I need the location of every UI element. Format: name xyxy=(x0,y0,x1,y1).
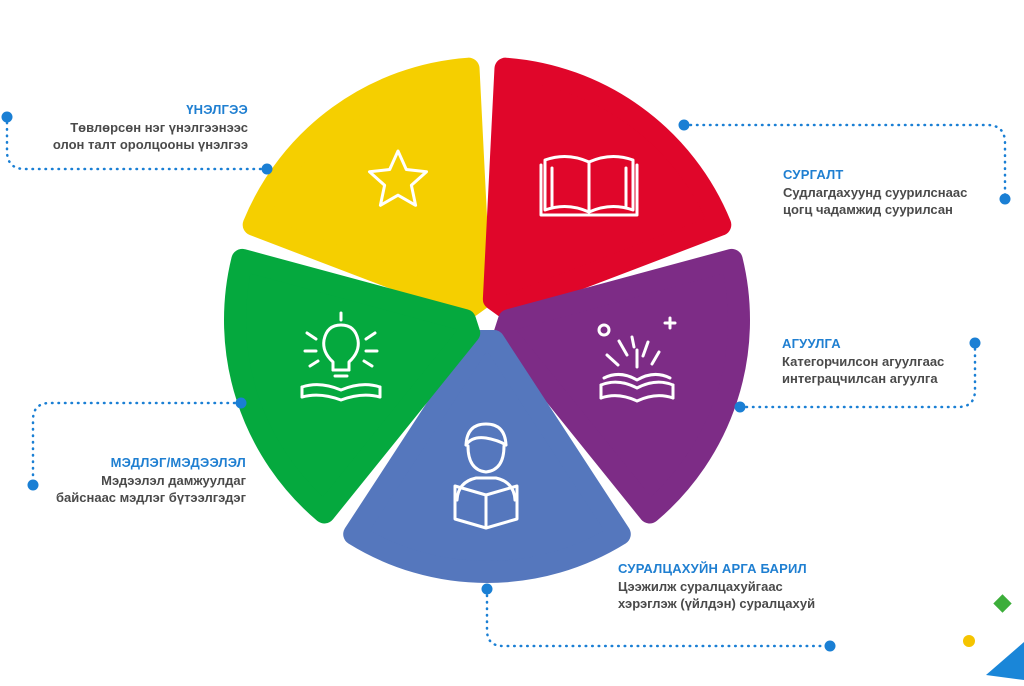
sparkling-book-icon xyxy=(597,316,677,403)
label-line: Судлагдахуунд суурилснаас xyxy=(783,185,968,200)
label-training: СУРГАЛТ Судлагдахуунд суурилснаас цогц ч… xyxy=(783,166,967,218)
label-line: байснаас мэдлэг бүтээлгэдэг xyxy=(56,490,246,505)
label-title: АГУУЛГА xyxy=(782,336,841,351)
blue-triangle-decoration xyxy=(986,642,1024,680)
green-diamond-decoration xyxy=(993,594,1012,613)
connector-training xyxy=(682,123,1007,201)
label-evaluation: ҮНЭЛГЭЭ Төвлөрсөн нэг үнэлгээнээс олон т… xyxy=(53,101,248,153)
connector-dot xyxy=(261,163,273,175)
wedge-learning-method xyxy=(343,329,631,583)
connector-dot xyxy=(481,583,493,595)
connector-dot xyxy=(734,401,746,413)
label-line: Цээжилж суралцахуйгаас xyxy=(618,579,783,594)
connector-dot xyxy=(1,111,13,123)
student-reading-icon xyxy=(453,422,519,530)
wedge-evaluation xyxy=(242,57,492,319)
label-title: ҮНЭЛГЭЭ xyxy=(186,102,248,117)
label-title: СУРГАЛТ xyxy=(783,167,844,182)
label-title: МЭДЛЭГ/МЭДЭЭЛЭЛ xyxy=(110,455,246,470)
label-line: Төвлөрсөн нэг үнэлгээнээс xyxy=(70,120,248,135)
label-line: хэрэглэж (үйлдэн) суралцахуй xyxy=(618,596,816,611)
label-learning-method: СУРАЛЦАХУЙН АРГА БАРИЛ Цээжилж суралцаху… xyxy=(618,560,815,612)
open-book-icon xyxy=(539,155,639,217)
wedge-training xyxy=(482,57,732,319)
label-knowledge: МЭДЛЭГ/МЭДЭЭЛЭЛ Мэдээлэл дамжуулдаг байс… xyxy=(56,454,246,506)
yellow-dot-decoration xyxy=(963,635,975,647)
label-line: цогц чадамжид суурилсан xyxy=(783,202,953,217)
label-line: Мэдээлэл дамжуулдаг xyxy=(101,473,246,488)
label-line: олон талт оролцооны үнэлгээ xyxy=(52,137,248,152)
connector-dot xyxy=(824,640,836,652)
wedge-content xyxy=(493,248,750,524)
label-line: Категорчилсон агуулгаас xyxy=(782,354,945,369)
lightbulb-book-icon xyxy=(300,311,382,402)
label-line: интеграцчилсан агуулга xyxy=(782,371,938,386)
connector-dot xyxy=(999,193,1011,205)
connector-dot xyxy=(235,397,247,409)
connector-dot xyxy=(27,479,39,491)
connector-dot xyxy=(969,337,981,349)
connector-evaluation xyxy=(5,115,269,171)
label-content: АГУУЛГА Категорчилсон агуулгаас интеграц… xyxy=(782,335,944,387)
label-title: СУРАЛЦАХУЙН АРГА БАРИЛ xyxy=(618,561,807,576)
connector-dot xyxy=(678,119,690,131)
star-icon xyxy=(368,149,428,207)
